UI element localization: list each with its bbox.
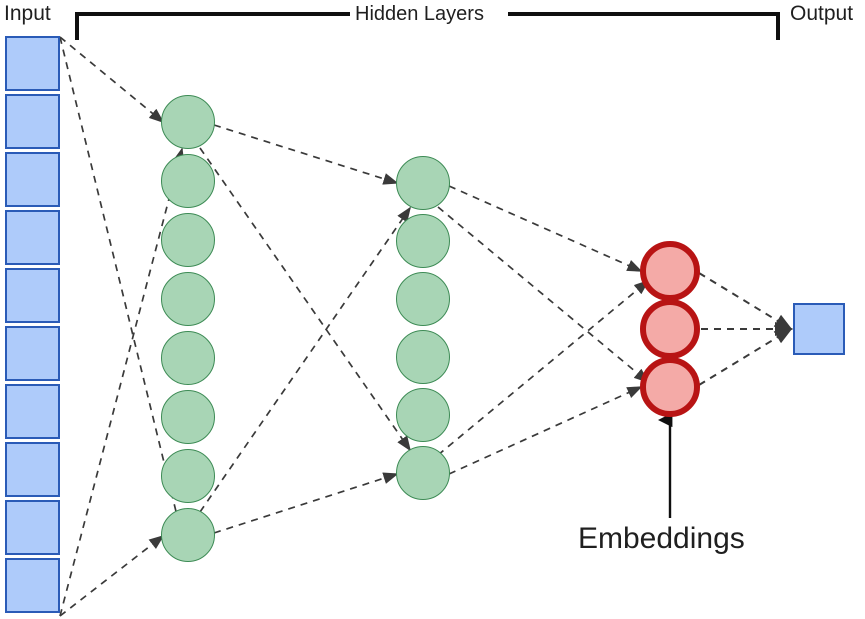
node-embeddings-0	[640, 241, 700, 301]
edge-hidden-1.0-to-hidden-2.0	[213, 124, 399, 185]
node-hidden-1-6	[161, 449, 215, 503]
node-hidden-1-1	[161, 154, 215, 208]
node-input-6	[5, 384, 60, 439]
edge-input.9-to-hidden-1.0	[59, 147, 185, 617]
node-hidden-1-3	[161, 272, 215, 326]
node-embeddings-1	[640, 299, 700, 359]
node-hidden-1-4	[161, 331, 215, 385]
edge-input.0-to-hidden-1.0	[59, 36, 165, 124]
hidden-layers-bracket	[75, 12, 780, 40]
edge-hidden-1.7-to-hidden-2.0	[199, 206, 411, 513]
node-input-8	[5, 500, 60, 555]
edge-hidden-2.0-to-embeddings.2	[437, 206, 650, 384]
node-hidden-2-1	[396, 214, 450, 268]
edge-hidden-2.5-to-embeddings.2	[448, 386, 643, 475]
output-layer-label: Output	[790, 2, 854, 25]
node-input-1	[5, 94, 60, 149]
node-input-0	[5, 36, 60, 91]
node-input-3	[5, 210, 60, 265]
node-hidden-2-0	[396, 156, 450, 210]
node-input-2	[5, 152, 60, 207]
node-hidden-2-2	[396, 272, 450, 326]
edge-embeddings.2-to-output.0	[698, 327, 793, 386]
node-hidden-2-5	[396, 446, 450, 500]
node-hidden-2-4	[396, 388, 450, 442]
node-hidden-1-5	[161, 390, 215, 444]
hidden-layers-label: Hidden Layers	[352, 3, 487, 26]
edge-input.9-to-hidden-1.7	[59, 534, 165, 617]
edge-hidden-2.0-to-embeddings.0	[448, 185, 643, 272]
node-input-9	[5, 558, 60, 613]
node-hidden-2-3	[396, 330, 450, 384]
node-output-0	[793, 303, 845, 355]
input-layer-label: Input	[4, 2, 51, 25]
node-input-4	[5, 268, 60, 323]
connection-edges	[59, 36, 793, 617]
embeddings-label: Embeddings	[578, 522, 745, 555]
node-embeddings-2	[640, 357, 700, 417]
edge-embeddings.0-to-output.0	[698, 272, 793, 331]
edge-hidden-2.5-to-embeddings.0	[437, 279, 650, 456]
node-hidden-1-0	[161, 95, 215, 149]
node-hidden-1-2	[161, 213, 215, 267]
node-hidden-1-7	[161, 508, 215, 562]
edge-hidden-1.7-to-hidden-2.5	[213, 472, 399, 534]
node-input-5	[5, 326, 60, 381]
edge-hidden-1.0-to-hidden-2.5	[199, 147, 411, 452]
node-input-7	[5, 442, 60, 497]
